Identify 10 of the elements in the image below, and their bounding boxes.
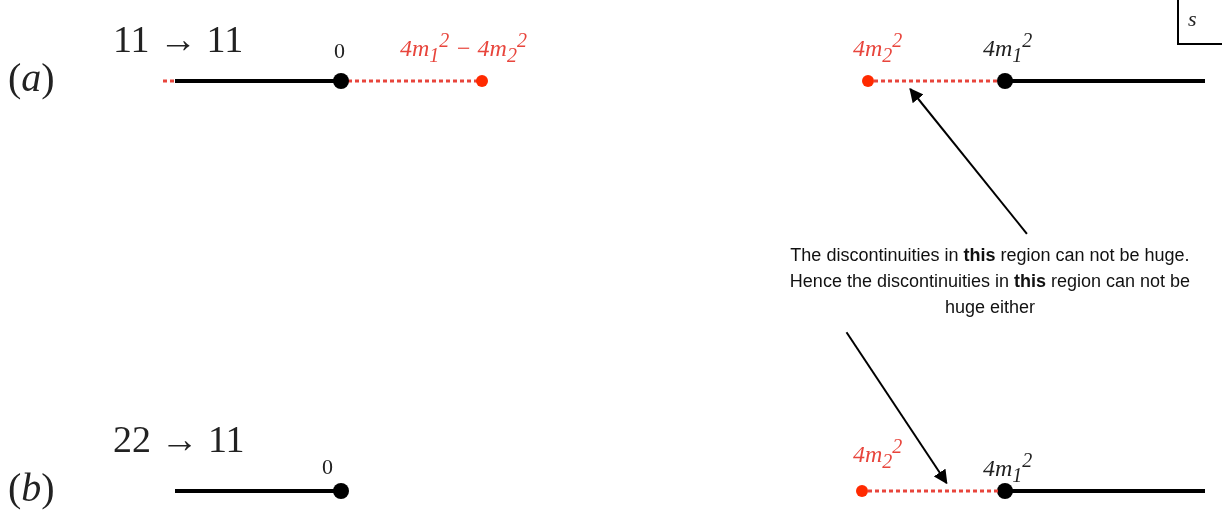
axis-value: 0 — [322, 456, 333, 478]
axis-value: 0 — [334, 40, 345, 62]
process-label: 11 → 11 — [113, 20, 244, 58]
arrow — [909, 87, 1028, 235]
panel-letter: (b) — [8, 468, 55, 508]
panel-letter: (a) — [8, 58, 55, 98]
variable-label: s — [1188, 8, 1197, 30]
process-label: 22 → 11 — [113, 420, 245, 458]
arrow — [845, 331, 948, 485]
callout-text: The discontinuities in this region can not be huge. Hence the discontinuities in this region can not be huge either — [785, 242, 1195, 324]
